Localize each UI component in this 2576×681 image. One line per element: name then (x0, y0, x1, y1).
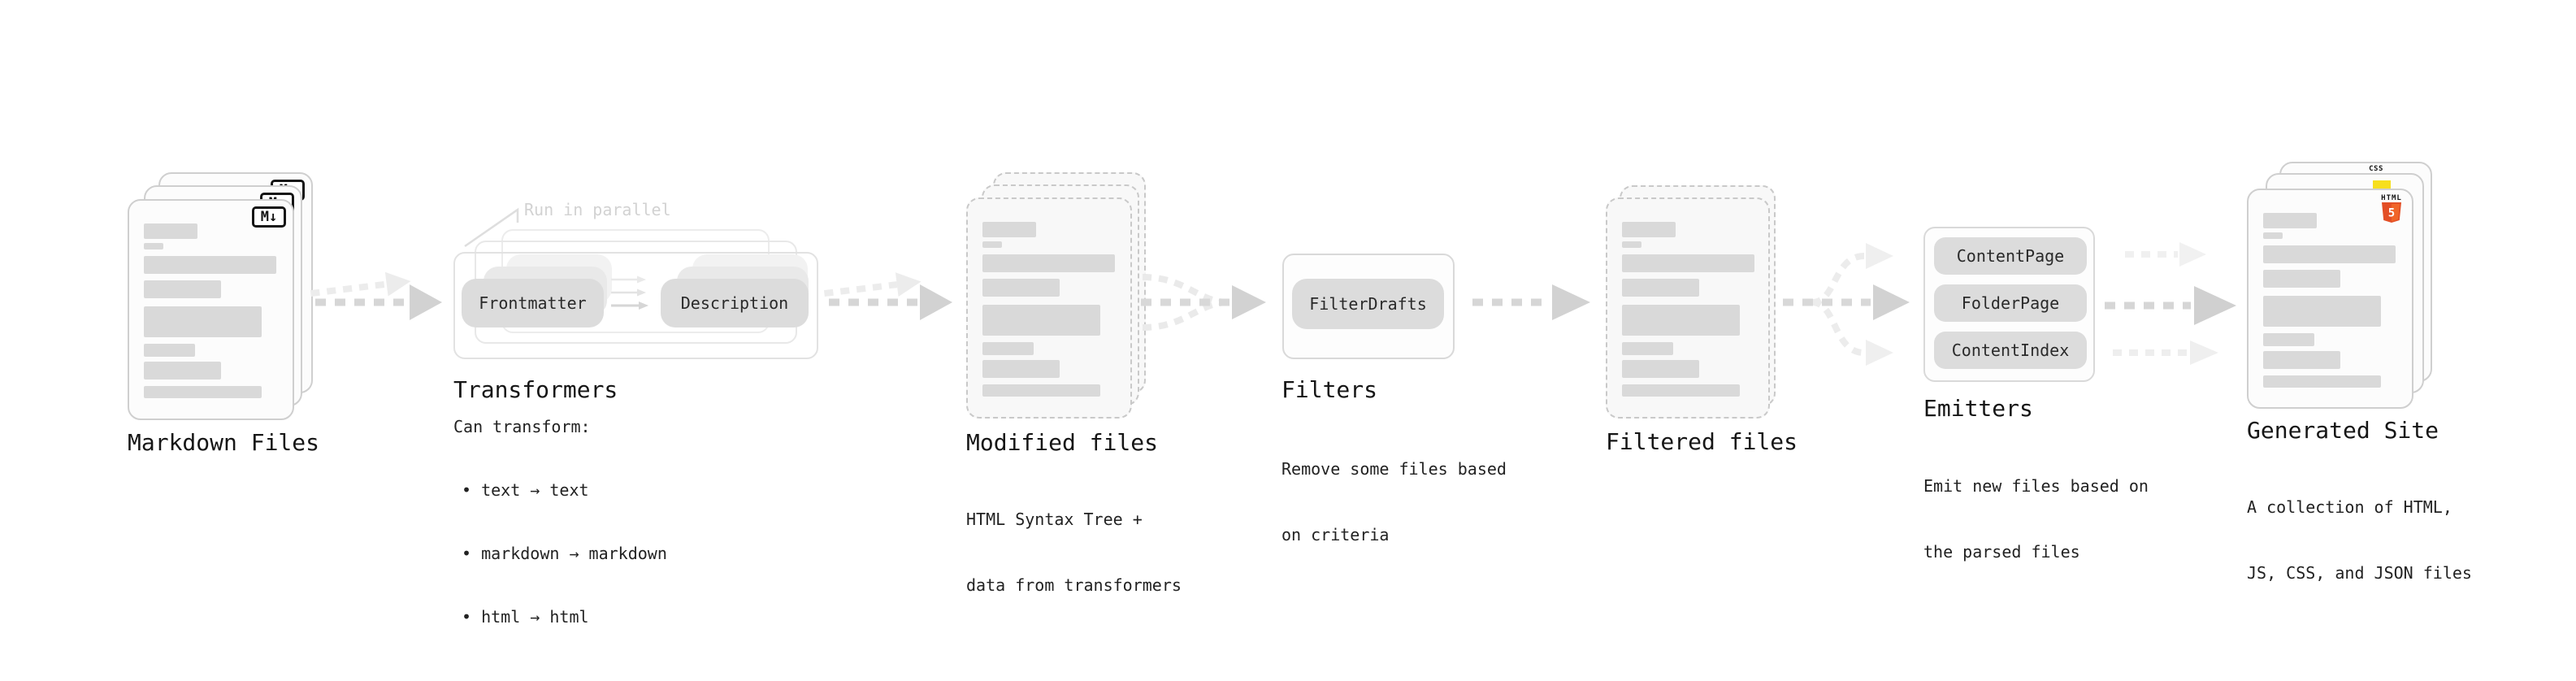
arrow-modified-to-filters-icon (1141, 274, 1266, 331)
text-placeholder-bar (1622, 241, 1641, 248)
text-placeholder-bar (2263, 270, 2340, 288)
desc-line: Emit new files based on (1923, 476, 2149, 496)
filters-label: Filters (1281, 376, 1378, 403)
emitters-desc: Emit new files based on the parsed files (1923, 432, 2149, 607)
text-placeholder-bar (144, 344, 195, 357)
transformer-pill-frontmatter: Frontmatter (462, 279, 604, 327)
text-placeholder-bar (144, 306, 262, 337)
text-placeholder-bar (982, 305, 1100, 336)
generated-file-card-html: HTML 5 (2247, 189, 2413, 409)
css-badge-text: CSS (2369, 165, 2383, 173)
modified-file-card-front (966, 197, 1132, 419)
transformers-desc-title: Can transform: (453, 417, 591, 436)
text-placeholder-bar (2263, 245, 2396, 263)
transformers-bullets: • text → text • markdown → markdown • ht… (462, 437, 667, 670)
emitter-pill-contentpage: ContentPage (1934, 237, 2087, 275)
text-placeholder-bar (2263, 333, 2314, 346)
arrow-filtered-to-emitters-icon (1783, 243, 1910, 366)
bullet-item: • text → text (462, 480, 589, 500)
text-placeholder-bar (982, 360, 1060, 378)
desc-line: data from transformers (966, 575, 1182, 595)
transformer-pill-description: Description (661, 279, 809, 327)
text-placeholder-bar (1622, 305, 1740, 336)
desc-line: JS, CSS, and JSON files (2247, 563, 2472, 583)
text-placeholder-bar (1622, 342, 1673, 355)
arrow-transformers-to-modified-icon (823, 272, 952, 320)
annotation-callout-line-icon (464, 207, 519, 248)
emitter-pill-contentindex: ContentIndex (1934, 332, 2087, 369)
text-placeholder-bar (2263, 232, 2283, 239)
text-placeholder-bar (982, 342, 1034, 355)
text-placeholder-bar (1622, 384, 1740, 397)
text-placeholder-bar (2263, 296, 2381, 327)
filtered-files-label: Filtered files (1606, 428, 1798, 455)
filters-desc: Remove some files based on criteria (1281, 414, 1507, 590)
text-placeholder-bar (982, 254, 1115, 272)
desc-line: A collection of HTML, (2247, 497, 2452, 517)
text-placeholder-bar (1622, 279, 1699, 297)
markdown-icon: M↓ (252, 206, 286, 228)
html5-shield-icon: 5 (2382, 202, 2401, 223)
svg-text:5: 5 (2388, 207, 2395, 220)
text-placeholder-bar (1622, 360, 1699, 378)
modified-files-label: Modified files (966, 429, 1159, 456)
bullet-item: • markdown → markdown (462, 544, 667, 563)
desc-line: the parsed files (1923, 542, 2080, 562)
html5-badge-text: HTML (2381, 194, 2402, 202)
text-placeholder-bar (982, 279, 1060, 297)
text-placeholder-bar (982, 222, 1036, 237)
text-placeholder-bar (1622, 222, 1676, 237)
modified-files-desc: HTML Syntax Tree + data from transformer… (966, 465, 1182, 640)
transformer-box-front (453, 252, 818, 359)
text-placeholder-bar (144, 243, 163, 249)
desc-line: HTML Syntax Tree + (966, 510, 1143, 529)
text-placeholder-bar (144, 256, 276, 274)
parallel-arrows-icon (611, 275, 648, 310)
text-placeholder-bar (1622, 254, 1754, 272)
bullet-item: • html → html (462, 607, 589, 627)
emitter-pill-folderpage: FolderPage (1934, 284, 2087, 322)
arrow-emitters-to-generated-icon (2105, 242, 2236, 365)
javascript-icon (2373, 180, 2391, 191)
generated-site-label: Generated Site (2247, 417, 2439, 444)
run-in-parallel-annotation: Run in parallel (524, 200, 671, 219)
markdown-files-label: Markdown Files (128, 429, 320, 456)
text-placeholder-bar (2263, 375, 2381, 388)
desc-line: Remove some files based (1281, 459, 1507, 479)
filtered-file-card-front (1606, 197, 1770, 419)
arrow-markdown-to-transformers-icon (310, 271, 442, 320)
text-placeholder-bar (144, 280, 221, 298)
transformers-label: Transformers (453, 376, 618, 403)
filter-pill-filterdrafts: FilterDrafts (1292, 279, 1444, 329)
text-placeholder-bar (982, 384, 1100, 397)
generated-site-desc: A collection of HTML, JS, CSS, and JSON … (2247, 453, 2472, 628)
text-placeholder-bar (144, 223, 197, 239)
markdown-file-card-front: M↓ (128, 199, 294, 420)
text-placeholder-bar (982, 241, 1002, 248)
text-placeholder-bar (144, 362, 221, 380)
emitters-label: Emitters (1923, 395, 2033, 422)
text-placeholder-bar (2263, 213, 2317, 228)
arrow-filters-to-filtered-icon (1472, 284, 1590, 320)
text-placeholder-bar (2263, 351, 2340, 369)
text-placeholder-bar (144, 386, 262, 398)
desc-line: on criteria (1281, 525, 1390, 544)
html5-icon: HTML 5 (2381, 194, 2402, 223)
